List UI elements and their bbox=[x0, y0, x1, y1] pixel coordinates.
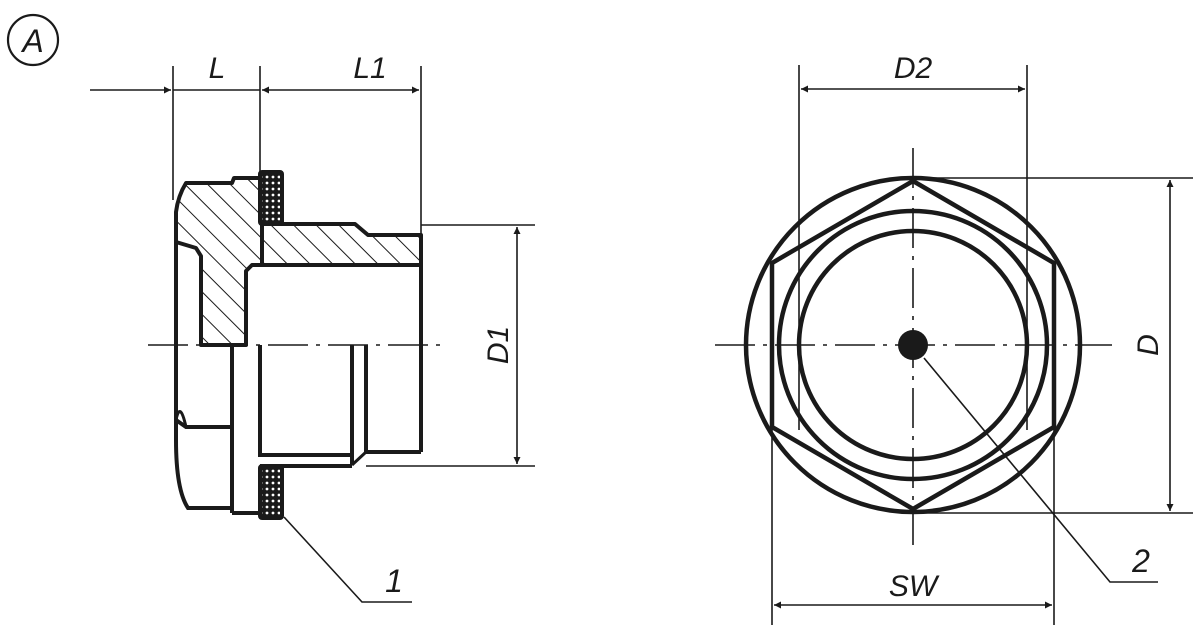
view-marker-label: A bbox=[20, 23, 43, 59]
dim-d2-label: D2 bbox=[894, 52, 933, 85]
view-marker: A bbox=[6, 13, 60, 67]
seal-ring-bottom bbox=[258, 464, 284, 520]
dim-d1-label: D1 bbox=[482, 326, 515, 364]
callout-1-label: 1 bbox=[385, 563, 403, 599]
dim-l-label: L bbox=[209, 52, 226, 85]
seal-ring-top bbox=[258, 170, 284, 226]
dim-sw-label: SW bbox=[889, 570, 940, 603]
callout-2-label: 2 bbox=[1131, 543, 1150, 579]
dim-l1-label: L1 bbox=[353, 52, 386, 85]
side-view bbox=[90, 66, 535, 603]
dim-d-label: D bbox=[1132, 334, 1165, 356]
front-view bbox=[715, 65, 1193, 625]
